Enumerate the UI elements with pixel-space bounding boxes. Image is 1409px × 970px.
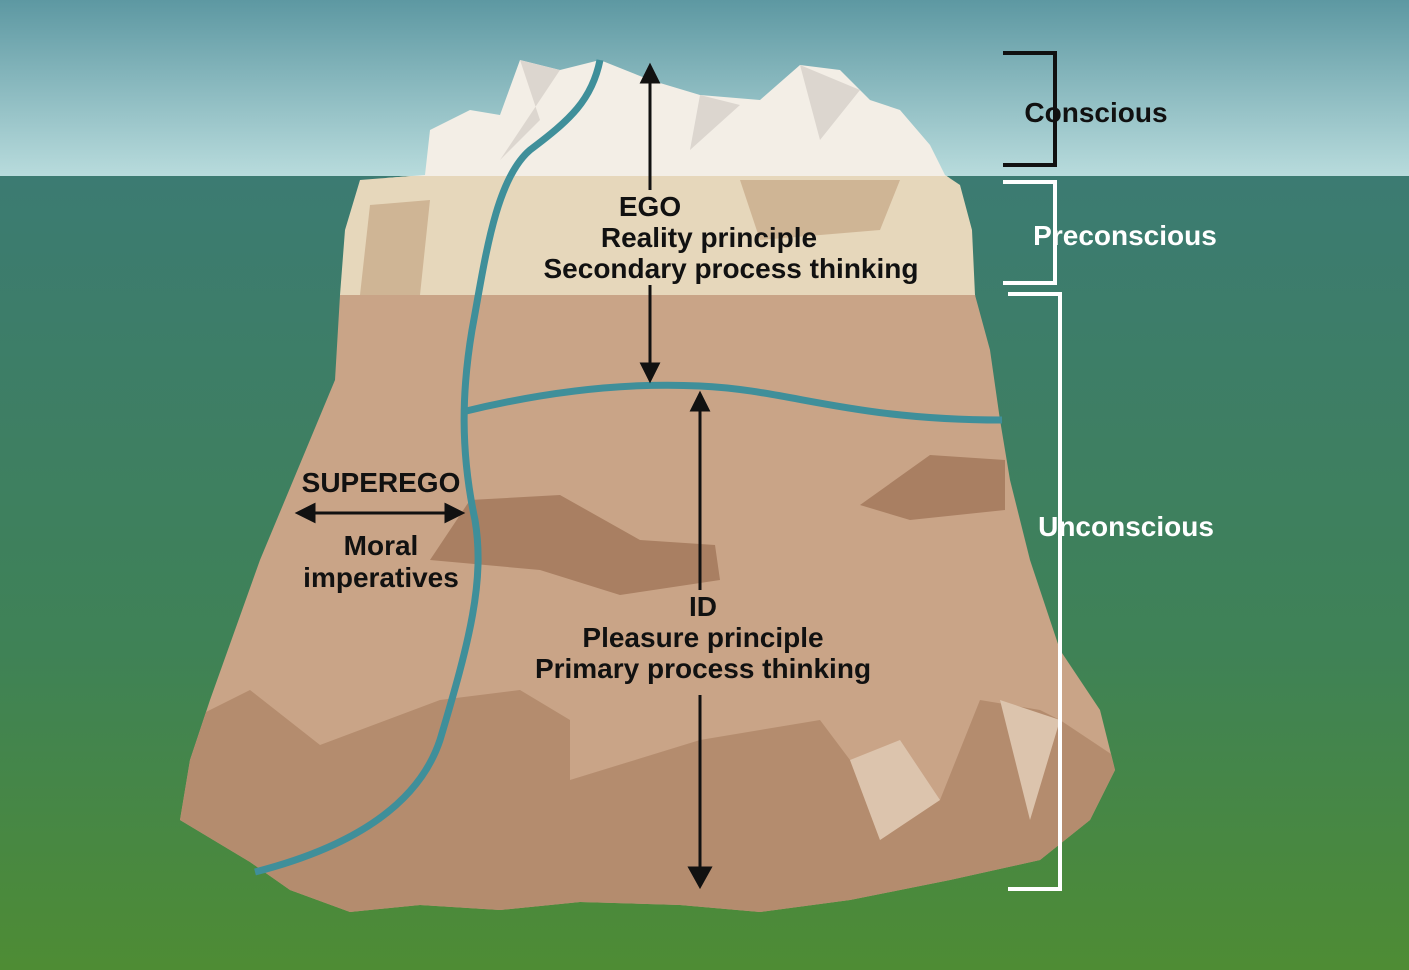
base-highlight	[850, 700, 1060, 840]
base-shading	[180, 690, 1115, 912]
superego-boundary-line	[254, 59, 604, 876]
id-line2: Primary process thinking	[535, 653, 871, 684]
conscious-label: Conscious	[1024, 97, 1167, 128]
preconscious-shading	[360, 180, 900, 295]
arrows	[294, 62, 713, 890]
superego-line1: Moral	[344, 530, 419, 561]
rock-shading	[430, 455, 1005, 595]
unconscious-label: Unconscious	[1038, 511, 1214, 542]
superego-line2: imperatives	[303, 562, 459, 593]
id-title: ID	[689, 591, 717, 622]
preconscious-bracket	[1003, 180, 1057, 285]
ice-shading	[500, 60, 860, 160]
superego-title: SUPEREGO	[302, 467, 461, 498]
ego-line2: Secondary process thinking	[544, 253, 919, 284]
conscious-bracket	[1003, 51, 1057, 167]
preconscious-label: Preconscious	[1033, 220, 1217, 251]
unconscious-bracket	[1008, 292, 1062, 891]
id-line1: Pleasure principle	[582, 622, 823, 653]
ego-title: EGO	[619, 191, 681, 222]
ego-id-boundary-line	[461, 381, 1003, 424]
ego-line1: Reality principle	[601, 222, 817, 253]
